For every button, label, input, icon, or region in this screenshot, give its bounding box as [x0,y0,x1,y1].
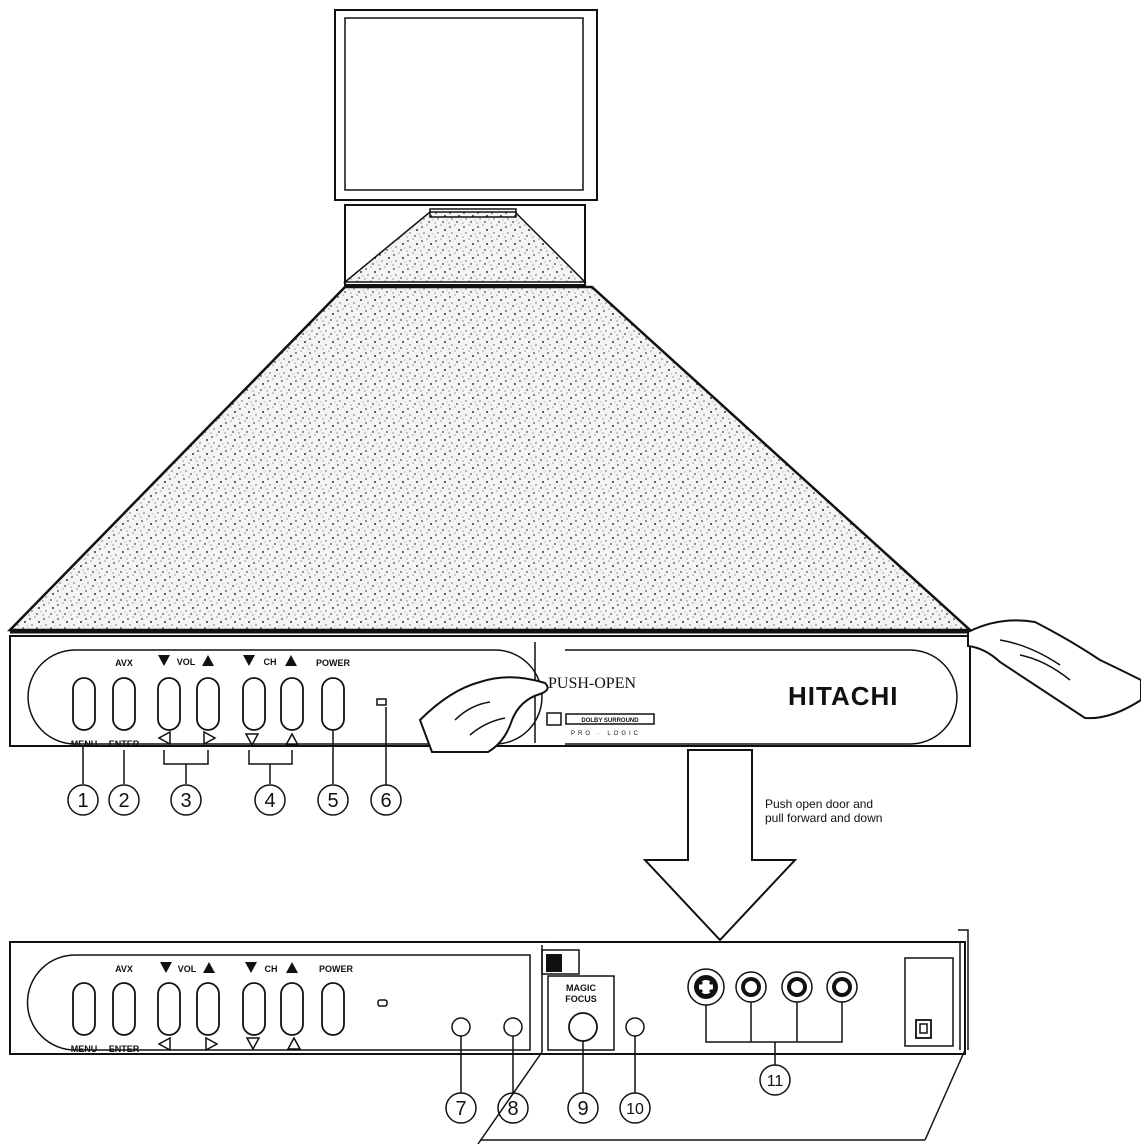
inner-right-arrow-icon [205,1036,219,1052]
inner-ch-up-arrow-icon [286,962,298,973]
ch-label: CH [264,657,277,667]
inner-vol-down-arrow-icon [160,962,172,973]
callouts-top: 1 2 3 4 5 6 [67,707,402,816]
right-arrow-icon [203,730,217,746]
inner-vol-down-button[interactable] [157,982,181,1036]
indicator-light [376,698,387,706]
callout-11: 11 [767,1073,784,1090]
inner-vol-label: VOL [178,964,197,974]
hand-pointing-illustration [418,676,549,753]
magic-label: MAGIC [566,983,596,993]
vol-label: VOL [177,657,196,667]
avx-label: AVX [115,658,133,668]
dolby-logo-icon [546,712,562,726]
ch-down-arrow-icon [243,655,255,666]
inner-left-arrow-icon [157,1036,171,1052]
inner-power-label: POWER [319,964,354,974]
callout-4: 4 [264,790,275,812]
tv-screen [344,17,584,191]
inner-indicator-light [377,999,388,1007]
vol-down-arrow-icon [158,655,170,666]
inner-button-panel-outline [26,954,531,1051]
open-door-arrow-icon [642,749,798,942]
inner-panel: MENU AVX ENTER VOL CH POWER MAGIC FOCUS [9,929,969,1065]
tv-control-strip [429,208,517,218]
inner-menu-label: MENU [71,1044,98,1054]
ch-down-button[interactable] [242,677,266,731]
tv-beam-small [342,211,587,283]
s-video-jack[interactable] [687,968,725,1006]
dolby-surround-label: DOLBY SURROUND [581,718,639,724]
callouts-bottom: 7 8 9 10 11 [445,1036,966,1144]
door-latch [541,949,580,975]
callout-2: 2 [118,790,129,812]
callout-5: 5 [327,790,338,812]
ch-up-button[interactable] [280,677,304,731]
inner-ch-up-button[interactable] [280,982,304,1036]
enter-label: ENTER [109,739,140,749]
zoom-cone [7,285,974,632]
inner-ch-label: CH [265,964,278,974]
inner-down-outline-arrow-icon [245,1037,261,1051]
callout-8: 8 [507,1098,518,1120]
callout-9: 9 [577,1098,588,1120]
callout-7: 7 [455,1098,466,1120]
callout-6: 6 [380,790,391,812]
brand-logo: HITACHI [788,681,899,711]
menu-label: MENU [71,739,98,749]
inner-power-button[interactable] [321,982,345,1036]
focus-label: FOCUS [565,994,597,1004]
magic-focus-box [547,975,615,1051]
up-outline-arrow-icon [284,732,300,746]
inner-ch-down-arrow-icon [245,962,257,973]
vol-up-arrow-icon [202,655,214,666]
hand-pressing-illustration [967,619,1141,720]
inner-up-outline-arrow-icon [286,1036,302,1050]
inner-vol-up-arrow-icon [203,962,215,973]
inner-vol-up-button[interactable] [196,982,220,1036]
instruction-line1: Push open door and [765,797,873,811]
slide-switch[interactable] [915,1019,932,1039]
instruction-line2: pull forward and down [765,811,882,825]
audio-right-jack[interactable] [826,971,858,1003]
callout-10: 10 [626,1101,644,1118]
push-open-label: PUSH-OPEN [548,675,636,692]
tv-cabinet-base [344,204,586,286]
switch-housing [904,957,954,1047]
avx-enter-button[interactable] [112,677,136,731]
vol-up-button[interactable] [196,677,220,731]
tv-set-illustration [334,9,598,286]
magic-focus-button[interactable] [568,1012,598,1042]
inner-avx-label: AVX [115,964,133,974]
callout-3: 3 [180,790,191,812]
power-label: POWER [316,658,351,668]
audio-left-jack[interactable] [781,971,813,1003]
inner-panel-frame [9,941,966,1055]
front-panel: MENU AVX ENTER VOL CH POWER PUSH-OPEN DO… [9,635,971,784]
menu-button[interactable] [72,677,96,731]
callout-1: 1 [77,790,88,812]
inner-avx-enter-button[interactable] [112,982,136,1036]
ch-up-arrow-icon [285,655,297,666]
jack-7[interactable] [451,1017,471,1037]
prologic-label: PRO · LOGIC [571,731,641,737]
power-button[interactable] [321,677,345,731]
jack-8[interactable] [503,1017,523,1037]
vol-down-button[interactable] [157,677,181,731]
door-panel-outline [565,649,958,745]
down-outline-arrow-icon [244,733,260,747]
left-arrow-icon [157,730,171,746]
inner-menu-button[interactable] [72,982,96,1036]
tv-cabinet-top [334,9,598,201]
inner-enter-label: ENTER [109,1044,140,1054]
sensor-10 [625,1017,645,1037]
video-jack[interactable] [735,971,767,1003]
inner-ch-down-button[interactable] [242,982,266,1036]
